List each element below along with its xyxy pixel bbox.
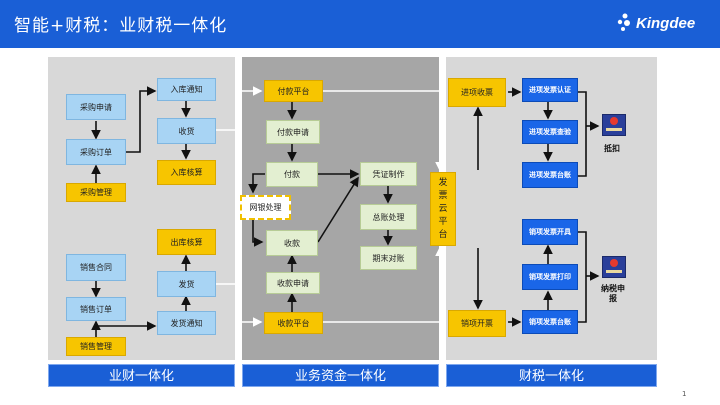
node-input-collection: 进项收票 [448, 78, 506, 107]
bracket-tax-filing [578, 231, 587, 323]
arrow-delivery-to-collection-platform [216, 283, 263, 327]
node-input-verify: 进项发票查验 [522, 120, 578, 144]
node-outbound-accounting: 出库核算 [157, 229, 216, 255]
node-collection: 收款 [266, 230, 318, 256]
footer-business-funds: 业务资金一体化 [242, 364, 439, 387]
node-output-ledger: 销项发票台账 [522, 310, 578, 334]
page-title: 智能+财税：业财税一体化 [14, 16, 228, 36]
node-purchase-request: 采购申请 [66, 94, 126, 120]
node-purchase-order: 采购订单 [66, 139, 126, 165]
label-tax-filing: 纳税申报 [601, 284, 625, 303]
node-bill-processing: 网银处理 [240, 195, 291, 220]
kingdee-logo-icon [617, 13, 630, 31]
node-delivery: 发货 [157, 271, 216, 297]
footer-business-finance: 业财一体化 [48, 364, 235, 387]
node-ledger-processing: 总账处理 [360, 204, 417, 230]
arrow-bill-to-collection [252, 220, 264, 247]
node-collection-request: 收款申请 [266, 272, 320, 294]
node-input-ledger: 进项发票台账 [522, 162, 578, 188]
arrow-collection-to-voucher [317, 176, 359, 243]
page-number: 1 [682, 390, 687, 398]
node-payment-request: 付款申请 [266, 120, 320, 144]
arrow-collection-platform-to-cloud [323, 246, 445, 323]
kingdee-logo: Kingdee [616, 12, 716, 38]
label-deduction: 抵扣 [604, 144, 620, 153]
arrow-receiving-to-payment-platform [216, 86, 263, 131]
tax-bureau-icon [602, 114, 626, 136]
node-inbound-accounting: 入库核算 [157, 160, 216, 185]
node-output-print: 销项发票打印 [522, 264, 578, 290]
node-payment: 付款 [266, 162, 318, 187]
arrow-payment-to-bill [248, 173, 265, 194]
node-input-auth: 进项发票认证 [522, 78, 578, 102]
node-output-issue-invoice: 销项发票开具 [522, 219, 578, 245]
node-sales-order: 销售订单 [66, 297, 126, 321]
node-voucher-creation: 凭证制作 [360, 162, 417, 186]
node-period-end: 期末对账 [360, 246, 417, 270]
arrow-payment-platform-to-cloud [323, 90, 445, 172]
node-purchase-mgmt: 采购管理 [66, 183, 126, 202]
node-payment-platform: 付款平台 [264, 80, 323, 102]
node-sales-contract: 销售合同 [66, 254, 126, 281]
tax-bureau-icon [602, 256, 626, 278]
bracket-deduction [578, 91, 587, 177]
arrow-order-to-inbound-notice [126, 86, 157, 153]
node-collection-platform: 收款平台 [264, 312, 323, 334]
node-output-issue: 销项开票 [448, 310, 506, 337]
node-inbound-notice: 入库通知 [157, 78, 216, 101]
node-invoice-cloud: 发票云平台 [430, 172, 456, 246]
node-delivery-notice: 发货通知 [157, 311, 216, 335]
node-sales-mgmt: 销售管理 [66, 337, 126, 356]
footer-finance-tax: 财税一体化 [446, 364, 657, 387]
header-bar: 智能+财税：业财税一体化 Kingdee [0, 0, 720, 48]
logo-text: Kingdee [636, 15, 696, 32]
node-receiving: 收货 [157, 118, 216, 144]
